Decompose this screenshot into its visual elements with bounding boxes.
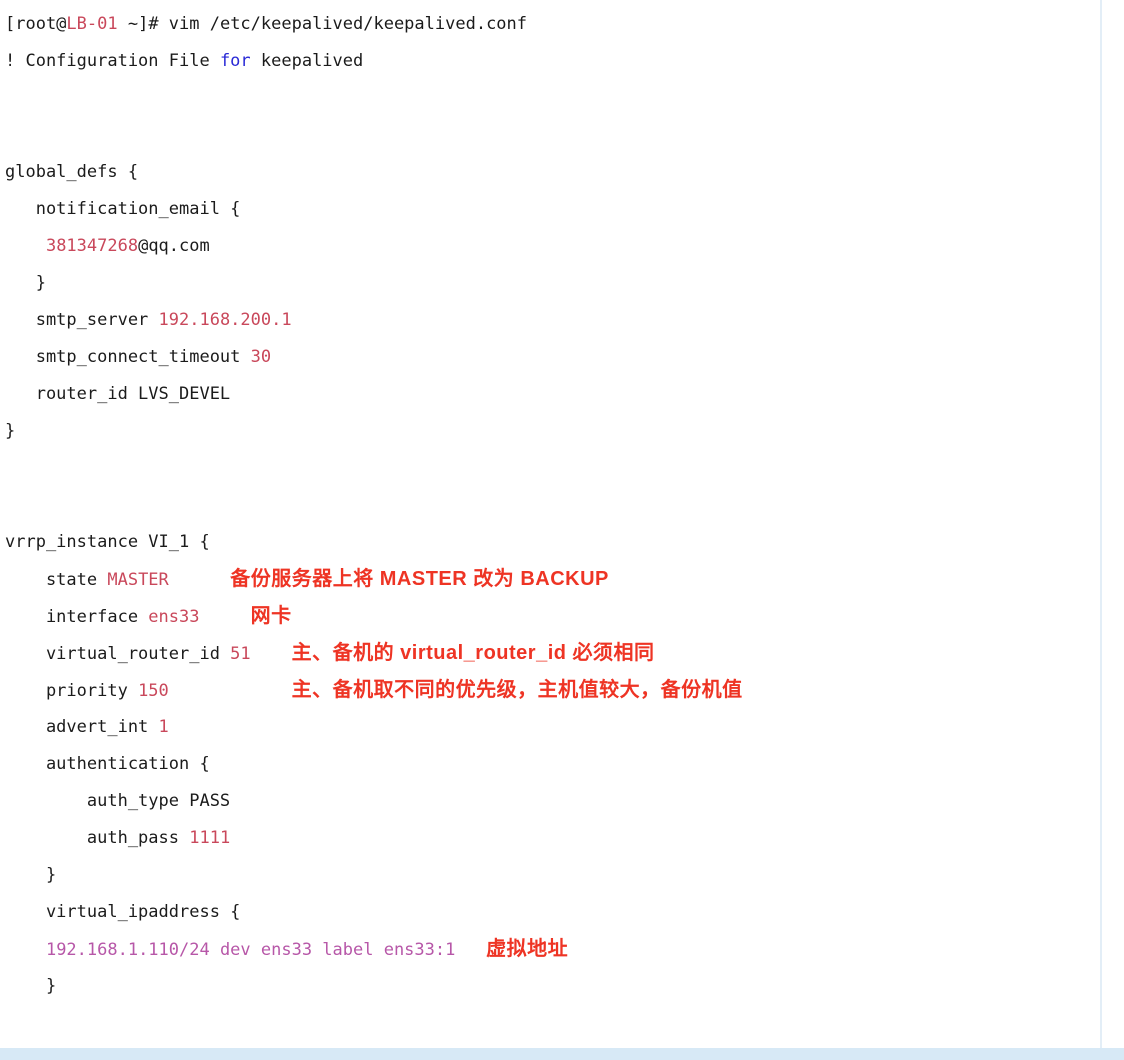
code-token-value: 51 xyxy=(230,644,251,664)
code-line: 381347268@qq.com xyxy=(5,228,1096,265)
code-line: priority 150 主、备机取不同的优先级，主机值较大，备份机值 xyxy=(5,672,1096,709)
code-token: } xyxy=(5,976,57,996)
code-token-value: 1 xyxy=(158,717,169,737)
code-token xyxy=(455,940,486,960)
code-token-value: ens33 xyxy=(148,607,200,627)
code-line: router_id LVS_DEVEL xyxy=(5,376,1096,413)
code-token: smtp_server xyxy=(5,310,159,330)
code-line: global_defs { xyxy=(5,154,1096,191)
code-line xyxy=(5,80,1096,117)
code-token-value: MASTER xyxy=(107,570,169,590)
annotation-text: 主、备机取不同的优先级，主机值较大，备份机值 xyxy=(291,679,743,701)
annotation-text: 虚拟地址 xyxy=(486,938,569,960)
code-line: state MASTER 备份服务器上将 MASTER 改为 BACKUP xyxy=(5,561,1096,598)
code-token: keepalived xyxy=(250,51,364,71)
code-token-value: 30 xyxy=(250,347,272,367)
code-line: smtp_connect_timeout 30 xyxy=(5,339,1096,376)
code-token-value: 1111 xyxy=(189,828,231,848)
code-token xyxy=(251,644,292,664)
code-line: auth_pass 1111 xyxy=(5,820,1096,857)
code-line: ! Configuration File for keepalived xyxy=(5,43,1096,80)
code-token: } xyxy=(5,421,16,441)
code-line: advert_int 1 xyxy=(5,709,1096,746)
code-line: auth_type PASS xyxy=(5,783,1096,820)
code-line: } xyxy=(5,857,1096,894)
code-token: notification_email { xyxy=(5,199,241,219)
code-token: [root@ xyxy=(5,14,67,34)
code-token: state xyxy=(5,570,108,590)
code-token xyxy=(169,681,292,701)
code-line: notification_email { xyxy=(5,191,1096,228)
code-token: ! Configuration File xyxy=(5,51,220,71)
code-token: smtp_connect_timeout xyxy=(5,347,251,367)
code-token: advert_int xyxy=(5,717,159,737)
code-line: interface ens33 网卡 xyxy=(5,598,1096,635)
code-token-value: LB-01 xyxy=(66,14,118,34)
code-line xyxy=(5,487,1096,524)
code-line: virtual_router_id 51 主、备机的 virtual_route… xyxy=(5,635,1096,672)
vertical-scrollbar-edge xyxy=(1100,0,1102,1048)
code-line: } xyxy=(5,265,1096,302)
code-token: virtual_ipaddress { xyxy=(5,902,241,922)
code-token: } xyxy=(5,273,46,293)
code-token: priority xyxy=(5,681,139,701)
code-token: interface xyxy=(5,607,149,627)
code-token-value: 150 xyxy=(138,681,169,701)
terminal-output: [root@LB-01 ~]# vim /etc/keepalived/keep… xyxy=(5,6,1096,1005)
code-token: authentication { xyxy=(5,754,210,774)
code-line: virtual_ipaddress { xyxy=(5,894,1096,931)
annotation-text: 备份服务器上将 MASTER 改为 BACKUP xyxy=(230,568,609,590)
horizontal-scrollbar[interactable] xyxy=(0,1048,1124,1060)
code-token: } xyxy=(5,865,57,885)
code-token: ~]# vim /etc/keepalived/keepalived.conf xyxy=(117,14,528,34)
code-token: vrrp_instance VI_1 { xyxy=(5,532,210,552)
code-token: global_defs { xyxy=(5,162,139,182)
annotation-text: 网卡 xyxy=(250,605,292,627)
annotation-text: 主、备机的 virtual_router_id 必须相同 xyxy=(291,642,655,664)
code-token-keyword: for xyxy=(219,51,251,71)
code-token: virtual_router_id xyxy=(5,644,231,664)
code-token xyxy=(199,607,250,627)
code-token: @qq.com xyxy=(138,236,210,256)
code-token: auth_pass xyxy=(5,828,190,848)
code-token-value: 381347268 xyxy=(45,236,139,256)
code-line xyxy=(5,117,1096,154)
code-token xyxy=(5,940,46,960)
code-line: vrrp_instance VI_1 { xyxy=(5,524,1096,561)
code-token-magenta: 192.168.1.110/24 dev ens33 label ens33:1 xyxy=(45,940,456,960)
code-line: [root@LB-01 ~]# vim /etc/keepalived/keep… xyxy=(5,6,1096,43)
code-line: } xyxy=(5,968,1096,1005)
code-line: smtp_server 192.168.200.1 xyxy=(5,302,1096,339)
code-token xyxy=(169,570,230,590)
code-line: 192.168.1.110/24 dev ens33 label ens33:1… xyxy=(5,931,1096,968)
code-token: router_id LVS_DEVEL xyxy=(5,384,231,404)
code-token: auth_type PASS xyxy=(5,791,231,811)
code-line: } xyxy=(5,413,1096,450)
code-line xyxy=(5,450,1096,487)
code-line: authentication { xyxy=(5,746,1096,783)
code-token xyxy=(5,236,46,256)
code-token-value: 192.168.200.1 xyxy=(158,310,292,330)
